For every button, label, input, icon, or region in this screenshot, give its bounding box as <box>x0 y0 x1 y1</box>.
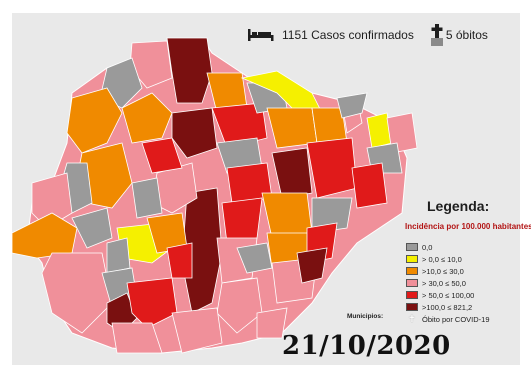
map-region <box>171 107 218 159</box>
map-region <box>131 177 163 219</box>
legend-item: > 50,0 ≤ 100,00 <box>406 290 474 300</box>
legend-item: >10,0 ≤ 30,0 <box>406 266 464 276</box>
map-header: 1151 Casos confirmados 5 óbitos <box>248 20 518 50</box>
map-region <box>221 197 263 244</box>
cross-icon: ✝ <box>407 313 417 325</box>
legend-label: Óbito por COVID-19 <box>422 314 490 324</box>
map-region <box>166 37 213 104</box>
legend-label: > 30,0 ≤ 50,0 <box>422 278 466 288</box>
legend-swatch <box>406 279 418 287</box>
legend-item: ✝ Óbito por COVID-19 <box>406 313 490 325</box>
legend-item: 0,0 <box>406 242 432 252</box>
map-region <box>271 147 313 199</box>
map-region <box>216 277 263 334</box>
map-region <box>126 277 178 329</box>
map-region <box>71 207 113 249</box>
legend-title: Legenda: <box>427 198 490 214</box>
map-region <box>106 237 131 274</box>
map-region <box>166 242 193 279</box>
date-stamp: 21/10/2020 <box>282 331 451 361</box>
map-region <box>336 92 368 119</box>
legend-swatch <box>406 267 418 275</box>
map-region <box>256 307 288 339</box>
municipios-label: Municipios: <box>347 313 384 320</box>
legend-label: >10,0 ≤ 30,0 <box>422 266 464 276</box>
legend-swatch <box>406 303 418 311</box>
map-region <box>211 102 268 149</box>
map-region <box>311 197 353 234</box>
confirmed-cases-text: 1151 Casos confirmados <box>282 28 414 42</box>
map-region <box>351 162 388 209</box>
legend-label: > 50,0 ≤ 100,00 <box>422 290 475 300</box>
map-region <box>141 137 183 174</box>
legend-swatch <box>406 243 418 251</box>
cross-icon <box>430 24 443 46</box>
map-region <box>41 252 113 334</box>
legend-item: > 30,0 ≤ 50,0 <box>406 278 466 288</box>
legend-item: > 0,0 ≤ 10,0 <box>406 254 462 264</box>
map-panel: Legenda: Incidência por 100.000 habitant… <box>12 13 531 365</box>
map-region <box>121 92 173 144</box>
legend-swatch <box>406 255 418 263</box>
map-region <box>296 247 328 284</box>
legend-label: >100,0 ≤ 821,2 <box>422 302 473 312</box>
map-region <box>111 322 163 354</box>
choropleth-map <box>12 37 418 354</box>
map-region <box>171 307 223 354</box>
map-legend: Legenda: Incidência por 100.000 habitant… <box>400 198 531 338</box>
map-region <box>66 87 123 154</box>
map-region <box>386 112 418 154</box>
legend-label: > 0,0 ≤ 10,0 <box>422 254 462 264</box>
legend-item: >100,0 ≤ 821,2 <box>406 302 472 312</box>
hospital-bed-icon <box>248 29 274 41</box>
legend-swatch <box>406 291 418 299</box>
legend-subtitle: Incidência por 100.000 habitantes <box>405 222 531 231</box>
deaths-text: 5 óbitos <box>445 28 488 42</box>
legend-label: 0,0 <box>422 242 433 252</box>
